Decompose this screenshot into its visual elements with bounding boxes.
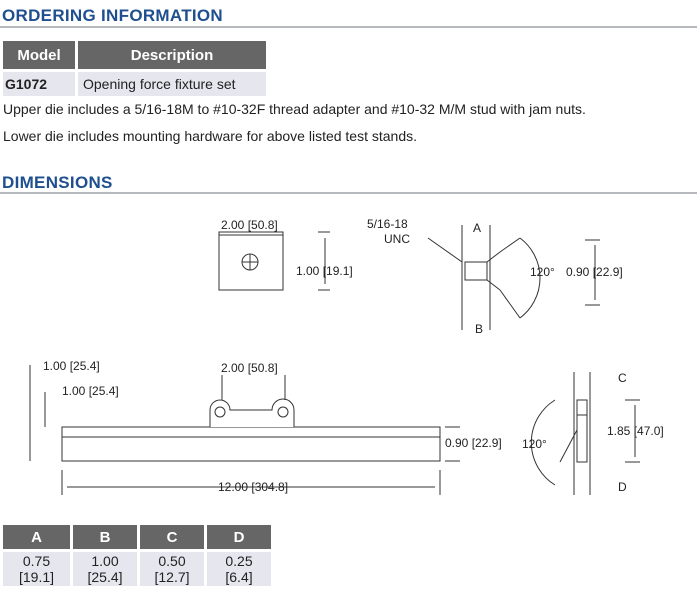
note-upper: Upper die includes a 5/16-18M to #10-32F… bbox=[3, 101, 586, 117]
label-b: B bbox=[475, 322, 483, 336]
header-d: D bbox=[207, 525, 271, 549]
dimension-drawing: 2.00 [50.8] 1.00 [19.1] 5/16-18 UNC A B … bbox=[29, 217, 664, 495]
label-angle-2: 120° bbox=[522, 437, 547, 451]
value-b-mm: [25.4] bbox=[87, 569, 123, 585]
divider bbox=[0, 192, 697, 194]
header-c: C bbox=[140, 525, 204, 549]
dimension-table: A B C D 0.75[19.1] 1.00[25.4] 0.50[12.7]… bbox=[0, 522, 274, 589]
label-c: C bbox=[618, 371, 627, 385]
dimensions-heading: DIMENSIONS bbox=[2, 173, 113, 192]
value-b: 1.00[25.4] bbox=[73, 552, 137, 586]
note-lower: Lower die includes mounting hardware for… bbox=[3, 128, 418, 144]
header-description: Description bbox=[78, 41, 266, 69]
header-a: A bbox=[3, 525, 70, 549]
header-model: Model bbox=[3, 41, 75, 69]
label-left-2: 1.00 [25.4] bbox=[62, 384, 119, 398]
label-angle-1: 120° bbox=[530, 265, 555, 279]
label-mid-width: 2.00 [50.8] bbox=[221, 361, 278, 375]
header-b: B bbox=[73, 525, 137, 549]
ordering-heading: ORDERING INFORMATION bbox=[2, 6, 224, 25]
side-view bbox=[427, 225, 600, 330]
value-a: 0.75[19.1] bbox=[3, 552, 70, 586]
label-top-width: 2.00 [50.8] bbox=[221, 218, 278, 232]
value-d-mm: [6.4] bbox=[225, 569, 253, 585]
value-c: 0.50[12.7] bbox=[140, 552, 204, 586]
label-length: 12.00 [304.8] bbox=[218, 480, 288, 494]
label-top-height: 1.00 [19.1] bbox=[296, 264, 353, 278]
label-end-height: 1.85 [47.0] bbox=[607, 424, 664, 438]
description-cell: Opening force fixture set bbox=[78, 72, 266, 96]
divider bbox=[0, 26, 697, 28]
value-d-in: 0.25 bbox=[225, 553, 253, 569]
value-b-in: 1.00 bbox=[91, 553, 119, 569]
value-c-mm: [12.7] bbox=[154, 569, 190, 585]
label-a: A bbox=[473, 221, 481, 235]
label-thread: 5/16-18 bbox=[367, 217, 408, 231]
value-d: 0.25[6.4] bbox=[207, 552, 271, 586]
value-a-in: 0.75 bbox=[22, 553, 51, 569]
value-a-mm: [19.1] bbox=[18, 569, 55, 585]
end-view bbox=[530, 372, 640, 495]
value-c-in: 0.50 bbox=[158, 553, 186, 569]
model-cell: G1072 bbox=[3, 72, 75, 96]
label-side-height: 0.90 [22.9] bbox=[566, 265, 623, 279]
label-d: D bbox=[618, 480, 627, 494]
label-left-1: 1.00 [25.4] bbox=[43, 359, 100, 373]
front-view bbox=[29, 365, 460, 495]
top-view bbox=[218, 231, 330, 291]
label-bar-height: 0.90 [22.9] bbox=[445, 436, 502, 450]
label-thread-unc: UNC bbox=[384, 232, 410, 246]
